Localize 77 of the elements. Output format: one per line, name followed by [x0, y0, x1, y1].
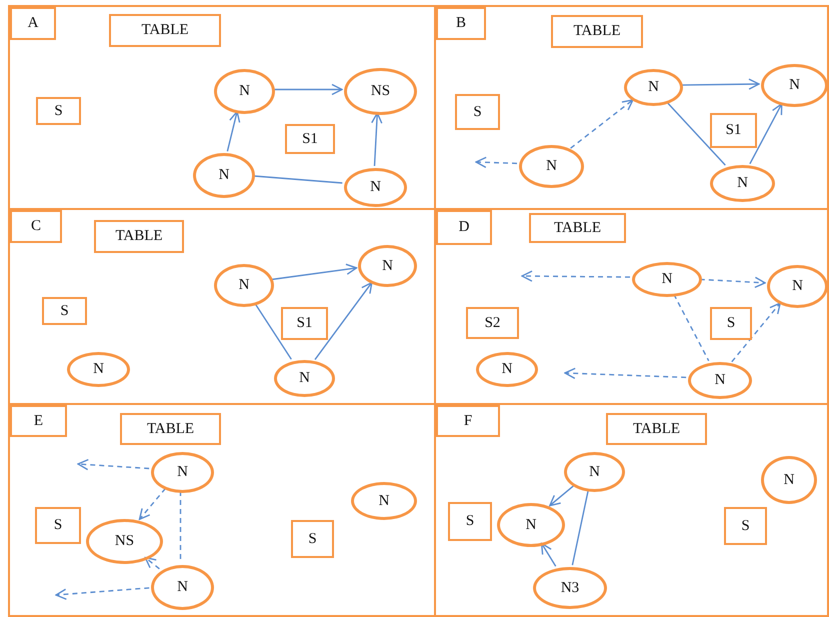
ellipse-node: NS — [344, 68, 417, 115]
rect-node: S — [710, 307, 752, 340]
rect-node: S1 — [285, 124, 335, 154]
panel-frame — [434, 208, 829, 405]
arrow — [226, 110, 240, 152]
rect-node: S — [448, 502, 492, 541]
ellipse-node: N — [632, 262, 702, 297]
ellipse-node: N — [151, 565, 214, 610]
ellipse-node: N — [67, 352, 130, 387]
rect-node: D — [436, 210, 492, 245]
panel-frame — [434, 403, 829, 617]
dashed-arrow — [731, 302, 781, 362]
rect-node: E — [10, 405, 67, 437]
ellipse-node: N — [476, 352, 538, 387]
ellipse-node: N — [344, 168, 407, 207]
connector-line — [666, 101, 726, 166]
ellipse-node: N — [688, 362, 752, 399]
dashed-arrow — [77, 458, 150, 470]
rect-node: S2 — [466, 307, 519, 339]
arrow — [314, 282, 372, 360]
dashed-arrow — [521, 270, 630, 282]
rect-node: TABLE — [120, 413, 221, 445]
arrow — [273, 84, 343, 96]
ellipse-node: N — [761, 64, 828, 107]
rect-node: B — [436, 7, 486, 40]
ellipse-node: N — [151, 452, 214, 493]
rect-node: S — [36, 97, 81, 125]
ellipse-node: N — [564, 452, 625, 492]
ellipse-node: N — [214, 69, 275, 114]
rect-node: TABLE — [529, 213, 626, 243]
panel-frame — [8, 403, 436, 617]
ellipse-node: N — [710, 165, 775, 202]
panel-frame — [8, 5, 436, 210]
arrow — [271, 264, 358, 280]
arrow — [749, 103, 782, 164]
rect-node: C — [10, 210, 62, 243]
rect-node: S — [455, 94, 500, 130]
arrow — [540, 542, 556, 567]
ellipse-node: NS — [86, 519, 163, 564]
ellipse-node: N — [358, 245, 417, 287]
connector-line — [572, 490, 589, 566]
ellipse-node: N — [519, 145, 584, 188]
arrow — [549, 485, 574, 506]
rect-node: S — [291, 520, 334, 558]
rect-node: TABLE — [109, 14, 221, 47]
dashed-line — [673, 294, 710, 362]
rect-node: S1 — [710, 113, 757, 148]
ellipse-node: N — [351, 482, 417, 520]
rect-node: S — [42, 297, 87, 325]
rect-node: TABLE — [606, 413, 707, 445]
dashed-arrow — [700, 276, 766, 288]
ellipse-node: N3 — [533, 567, 607, 609]
arrow — [371, 112, 382, 166]
rect-node: TABLE — [551, 15, 643, 48]
ellipse-node: N — [497, 503, 565, 547]
arrow — [681, 78, 760, 90]
ellipse-node: N — [767, 265, 828, 308]
rect-node: F — [436, 405, 500, 437]
connector-line — [254, 302, 292, 360]
dashed-arrow — [138, 488, 166, 520]
ellipse-node: N — [214, 264, 274, 307]
dashed-arrow — [475, 156, 518, 168]
rect-node: A — [10, 7, 56, 40]
connector-line — [252, 175, 342, 184]
dashed-arrow — [55, 587, 150, 600]
ellipse-node: N — [761, 456, 817, 504]
rect-node: S — [724, 507, 767, 545]
ellipse-node: N — [624, 69, 683, 106]
dashed-arrow — [144, 556, 160, 570]
rect-node: S — [35, 507, 81, 544]
dashed-arrow — [570, 99, 634, 149]
rect-node: S1 — [281, 307, 328, 340]
rect-node: TABLE — [94, 220, 184, 253]
panel-frame — [434, 5, 829, 210]
ellipse-node: N — [193, 153, 255, 198]
dashed-arrow — [564, 368, 686, 380]
ellipse-node: N — [274, 360, 335, 397]
